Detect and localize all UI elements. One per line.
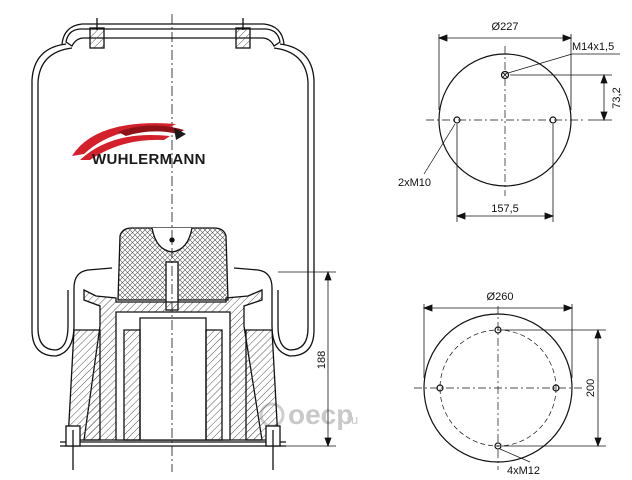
bolt-spacing-label: 157,5 [491,203,519,215]
logo-swoosh-2 [80,135,170,160]
bumper [117,227,229,311]
bolt-hole-left-icon [453,116,461,124]
top-plate-section [61,18,285,49]
bolt-hole-right-icon-2 [552,384,560,392]
height-label: 188 [316,351,328,369]
top-diameter-dimension [437,34,573,110]
logo-arrow-icon [174,128,186,140]
bottom-diameter-label: Ø260 [487,291,514,303]
brand-logo: WUHLERMANN [72,123,206,168]
watermark-text: oecp [288,399,353,430]
bolt-hole-bottom-icon [494,442,502,450]
bellows [31,43,315,357]
top-diameter-label: Ø227 [492,21,519,33]
top-bolt-label: 2xM10 [398,177,431,189]
offset-label: 73,2 [611,87,623,108]
height-dimension [278,270,336,448]
watermark: oecp .ru [259,399,358,430]
bolt-hole-top-icon [494,326,502,334]
bottom-spacing-dimension [502,328,606,448]
stud-hole-icon [500,70,510,80]
top-bolt-spacing-dimension [455,124,555,222]
bolt-hole-left-icon-2 [436,384,444,392]
watermark-suffix: .ru [343,412,358,427]
top-offset-dimension [510,73,612,122]
bolt-hole-right-icon [549,116,557,124]
piston [60,288,286,470]
top-plate-view [423,34,620,222]
bottom-diameter-dimension [422,304,574,378]
stud-label: M14x1,5 [572,41,614,53]
bottom-plate-view [414,304,606,470]
logo-swoosh-3 [118,125,184,136]
side-view [31,14,336,472]
brand-name: WUHLERMANN [92,151,206,168]
bottom-spacing-label: 200 [585,379,597,397]
bottom-bolt-label: 4xM12 [507,465,540,477]
